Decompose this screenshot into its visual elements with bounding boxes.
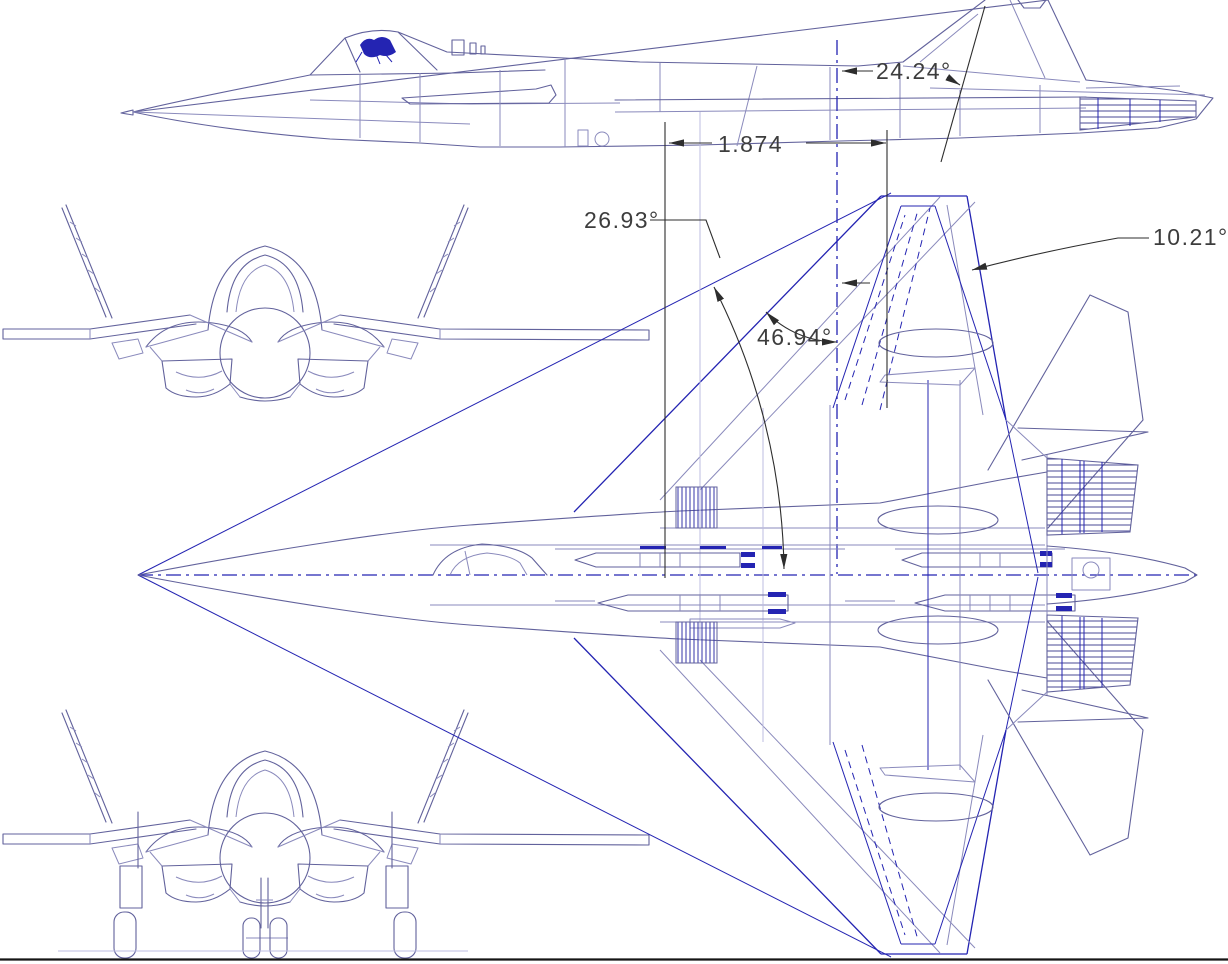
fuselage-section <box>219 307 311 399</box>
nose-wheel-left <box>242 917 261 959</box>
dimension-bay-length: 1.874 <box>664 122 888 578</box>
missile <box>901 552 1053 568</box>
weapon-bay <box>555 546 1076 629</box>
right-intake <box>297 358 369 398</box>
dim-label-tail: 10.21° <box>1153 224 1228 250</box>
intake-grille <box>675 621 718 664</box>
missile <box>574 552 741 568</box>
dimension-tail-sweep: 10.21° <box>971 224 1228 271</box>
wing-lower <box>573 637 1007 955</box>
main-wheel-right <box>393 911 417 959</box>
dim-label-length: 1.874 <box>718 131 783 157</box>
front-view <box>2 204 650 402</box>
side-view <box>120 0 1214 163</box>
canopy-arch <box>226 254 304 313</box>
plan-view <box>137 40 1198 958</box>
intake-grille <box>675 486 718 529</box>
engine-nozzle-plan-upper <box>1046 457 1139 536</box>
right-wing <box>333 314 650 341</box>
dim-label-wing-sweep: 46.94° <box>757 324 833 350</box>
landing-gear <box>58 811 468 959</box>
dim-label-fin-angle: 24.24° <box>876 58 952 84</box>
left-wing <box>2 314 197 340</box>
canopy-plan <box>432 543 548 576</box>
stabilizer-lower <box>987 621 1144 856</box>
dimension-wing-sweep: 46.94° <box>757 279 870 350</box>
missile-rail <box>401 84 557 105</box>
main-wheel-left <box>113 911 137 959</box>
fin-measure-line <box>940 5 986 163</box>
stabilizer-upper <box>987 294 1144 529</box>
fin-plan-lower <box>832 615 1007 945</box>
engine-nozzle-plan-lower <box>1046 614 1139 693</box>
front-view-with-gear <box>2 709 650 907</box>
tail-boom <box>1046 545 1198 605</box>
dim-label-lerx: 26.93° <box>584 207 660 233</box>
fin-tip-tab <box>1017 0 1047 9</box>
fin-plan-upper <box>832 205 1007 535</box>
dimension-lerx-sweep: 26.93° <box>584 207 788 570</box>
dimension-fin-angle: 24.24° <box>842 58 961 86</box>
lerx-reference-lines <box>137 192 892 958</box>
missile <box>597 594 789 612</box>
engine-nozzle-side <box>1079 96 1197 131</box>
missile <box>914 594 1076 612</box>
left-intake <box>161 358 233 398</box>
pitot-probe <box>120 109 134 116</box>
wing-upper <box>573 195 1007 513</box>
pilot-figure <box>355 37 396 65</box>
nose-wheel-right <box>269 917 288 959</box>
